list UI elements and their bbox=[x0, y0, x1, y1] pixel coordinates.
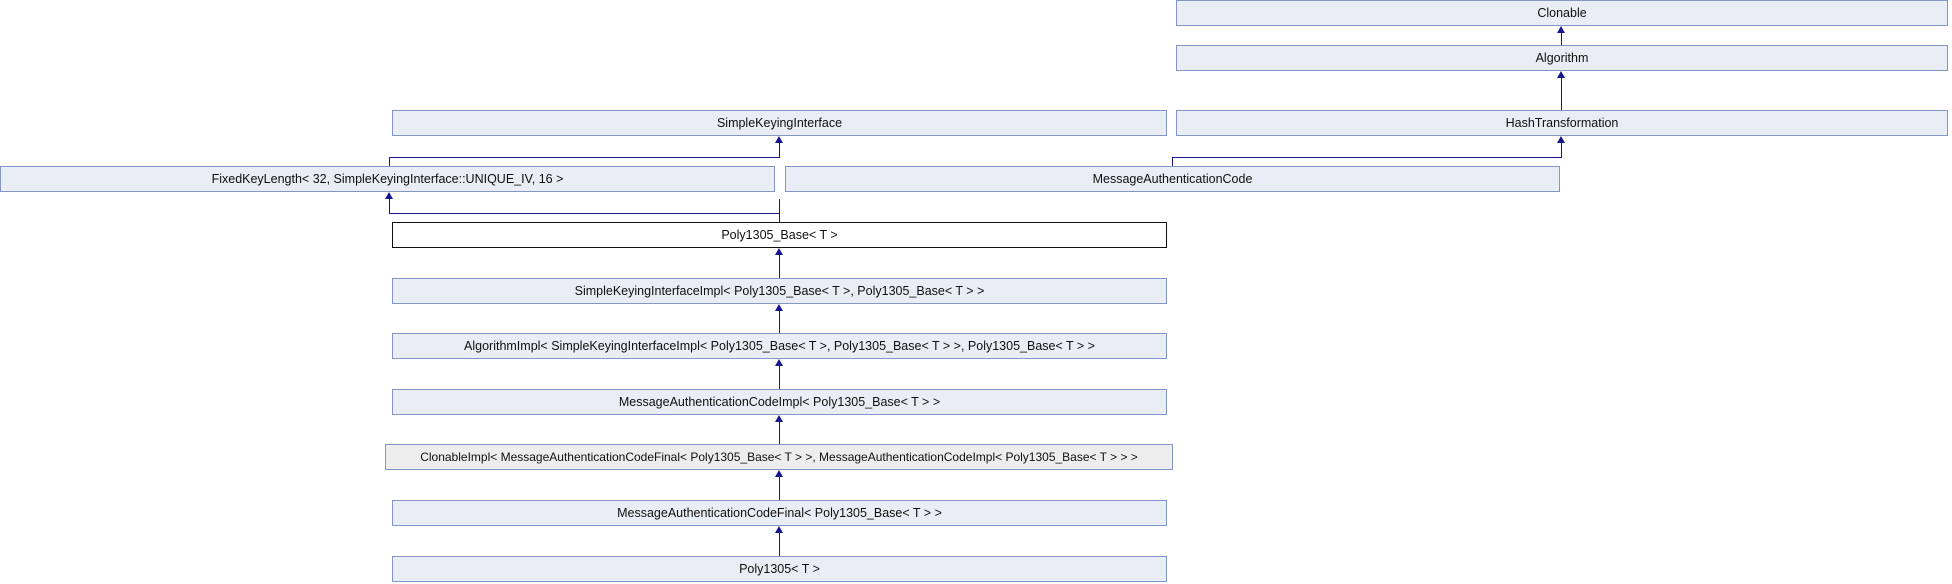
edge-poly1305-to-macfinal bbox=[779, 533, 780, 556]
arrowhead-skiimpl-to-poly1305base bbox=[775, 248, 783, 255]
node-poly1305-label: Poly1305< T > bbox=[739, 562, 820, 576]
node-hashtransformation[interactable]: HashTransformation bbox=[1176, 110, 1948, 136]
arrowhead-clonableimpl-to-macimpl bbox=[775, 415, 783, 422]
node-messageauthenticationcode-label: MessageAuthenticationCode bbox=[1092, 172, 1253, 186]
edge-poly1305base-to-fixedkeylength-jog bbox=[389, 213, 780, 214]
node-fixedkeylength-label: FixedKeyLength< 32, SimpleKeyingInterfac… bbox=[211, 172, 564, 186]
node-simplekeyinginterface-label: SimpleKeyingInterface bbox=[716, 116, 843, 130]
node-algorithm[interactable]: Algorithm bbox=[1176, 45, 1948, 71]
edge-algoimpl-to-skiimpl bbox=[779, 311, 780, 333]
arrowhead-algoimpl-to-skiimpl bbox=[775, 304, 783, 311]
edge-fixedkeylength-to-ski-upper bbox=[779, 143, 780, 157]
edge-mac-to-hashtransformation-jog bbox=[1172, 157, 1562, 158]
node-messageauthenticationcodefinal-label: MessageAuthenticationCodeFinal< Poly1305… bbox=[617, 506, 942, 520]
node-algorithmimpl-label: AlgorithmImpl< SimpleKeyingInterfaceImpl… bbox=[464, 339, 1095, 353]
arrowhead-macimpl-to-algoimpl bbox=[775, 359, 783, 366]
arrowhead-mac-to-hashtransformation bbox=[1557, 136, 1565, 143]
node-simplekeyinginterfaceimpl[interactable]: SimpleKeyingInterfaceImpl< Poly1305_Base… bbox=[392, 278, 1167, 304]
edge-macfinal-to-clonableimpl bbox=[779, 477, 780, 500]
node-poly1305-base-label: Poly1305_Base< T > bbox=[721, 228, 838, 242]
node-poly1305[interactable]: Poly1305< T > bbox=[392, 556, 1167, 582]
node-algorithm-label: Algorithm bbox=[1535, 51, 1589, 65]
edge-mac-to-hashtransformation-upper bbox=[1561, 143, 1562, 157]
arrowhead-fixedkeylength-to-ski bbox=[775, 136, 783, 143]
arrowhead-poly1305-to-macfinal bbox=[775, 526, 783, 533]
edge-fixedkeylength-to-ski-jog bbox=[389, 157, 780, 158]
arrowhead-macfinal-to-clonableimpl bbox=[775, 470, 783, 477]
edge-mac-to-hashtransformation-lower bbox=[1172, 157, 1173, 166]
edge-fixedkeylength-to-ski-lower bbox=[389, 157, 390, 166]
node-messageauthenticationcode[interactable]: MessageAuthenticationCode bbox=[785, 166, 1560, 192]
node-clonable[interactable]: Clonable bbox=[1176, 0, 1948, 26]
node-simplekeyinginterface[interactable]: SimpleKeyingInterface bbox=[392, 110, 1167, 136]
edge-poly1305base-to-fixedkeylength-upper bbox=[389, 199, 390, 213]
node-fixedkeylength[interactable]: FixedKeyLength< 32, SimpleKeyingInterfac… bbox=[0, 166, 775, 192]
node-algorithmimpl[interactable]: AlgorithmImpl< SimpleKeyingInterfaceImpl… bbox=[392, 333, 1167, 359]
node-messageauthenticationcodeimpl[interactable]: MessageAuthenticationCodeImpl< Poly1305_… bbox=[392, 389, 1167, 415]
node-hashtransformation-label: HashTransformation bbox=[1505, 116, 1619, 130]
node-clonableimpl-label: ClonableImpl< MessageAuthenticationCodeF… bbox=[420, 450, 1138, 464]
node-clonable-label: Clonable bbox=[1537, 6, 1587, 20]
arrowhead-poly1305base-to-fixedkeylength bbox=[385, 192, 393, 199]
edge-hashtransformation-to-algorithm bbox=[1561, 78, 1562, 110]
node-messageauthenticationcodeimpl-label: MessageAuthenticationCodeImpl< Poly1305_… bbox=[618, 395, 941, 409]
node-messageauthenticationcodefinal[interactable]: MessageAuthenticationCodeFinal< Poly1305… bbox=[392, 500, 1167, 526]
node-clonableimpl[interactable]: ClonableImpl< MessageAuthenticationCodeF… bbox=[385, 444, 1173, 470]
edge-macimpl-to-algoimpl bbox=[779, 366, 780, 389]
edge-skiimpl-to-poly1305base bbox=[779, 255, 780, 278]
node-poly1305-base[interactable]: Poly1305_Base< T > bbox=[392, 222, 1167, 248]
arrowhead-hashtransformation-to-algorithm bbox=[1557, 71, 1565, 78]
edge-algorithm-to-clonable bbox=[1561, 33, 1562, 52]
arrowhead-algorithm-to-clonable bbox=[1557, 26, 1565, 33]
node-simplekeyinginterfaceimpl-label: SimpleKeyingInterfaceImpl< Poly1305_Base… bbox=[574, 284, 985, 298]
edge-poly1305base-to-mac bbox=[779, 199, 780, 222]
edge-clonableimpl-to-macimpl bbox=[779, 422, 780, 444]
